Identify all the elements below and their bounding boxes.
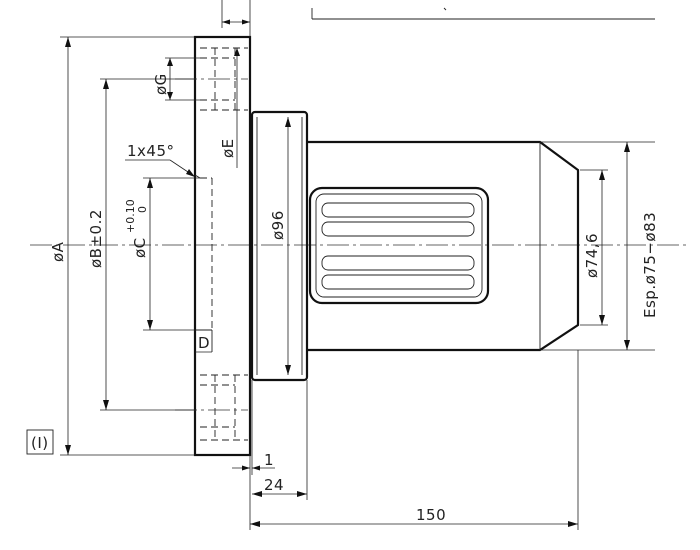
label-dia-b: øB±0.2 — [87, 209, 105, 268]
roman-mark: (I) — [26, 429, 54, 455]
dim-dia-c: øC +0.10 0 — [124, 177, 200, 331]
shaft-body — [307, 140, 580, 352]
collar-96 — [250, 110, 309, 382]
label-dim-1: 1 — [264, 451, 274, 469]
flange-outline — [193, 35, 252, 457]
label-dia-e: øE — [219, 138, 237, 158]
dim-d: D — [195, 334, 212, 353]
label-dia-96: ø96 — [269, 210, 287, 240]
dim-esp-range: Esp.ø75−ø83 — [540, 141, 659, 351]
dim-24: 24 — [252, 380, 308, 500]
shaft-outline — [307, 140, 580, 352]
dim-dia-a: øA — [49, 36, 195, 456]
dim-1: 1 — [232, 380, 275, 500]
label-dia-g: øG — [152, 73, 170, 95]
label-esp-range: Esp.ø75−ø83 — [641, 212, 659, 318]
label-chamfer: 1x45° — [127, 142, 175, 160]
label-dia-c: øC — [131, 237, 149, 258]
spline-window — [308, 186, 490, 305]
label-dim-d: D — [198, 334, 210, 352]
label-dia-c-upper-tol: +0.10 — [124, 199, 137, 233]
dim-dia-b: øB±0.2 — [87, 78, 195, 411]
label-dim-24: 24 — [264, 476, 284, 494]
dim-dia-74-6: ø74,6 — [580, 169, 608, 326]
dim-dia-g: øG — [152, 57, 200, 101]
dim-dia-e: øE — [219, 48, 240, 168]
dim-150: 150 — [249, 350, 579, 530]
label-roman-mark: (I) — [31, 434, 49, 452]
label-dia-c-lower-tol: 0 — [136, 206, 149, 213]
dim-flange-top-width — [221, 0, 251, 37]
label-dia-74-6: ø74,6 — [583, 233, 601, 278]
lower-counterbore-hole — [175, 374, 248, 441]
chamfer-callout: 1x45° — [125, 142, 195, 177]
spline-teeth — [321, 202, 475, 290]
label-dim-150: 150 — [416, 506, 446, 524]
label-dia-a: øA — [49, 241, 67, 262]
collar-outline — [250, 110, 309, 382]
